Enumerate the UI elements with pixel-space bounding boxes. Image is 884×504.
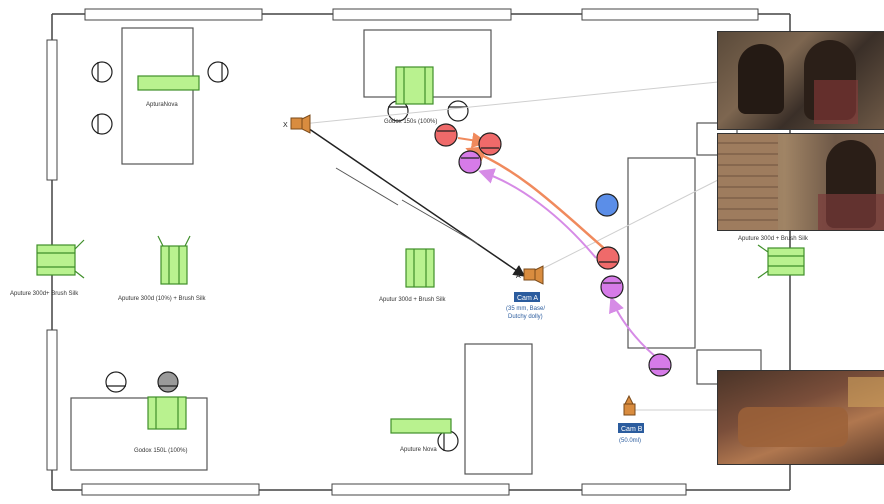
actor-icon [458, 150, 482, 174]
windows [46, 8, 759, 496]
chair-icon [105, 371, 127, 393]
chair-icon [437, 430, 459, 452]
light-icon [147, 396, 187, 430]
chair-icon [207, 61, 229, 83]
label-aputure-left: Aputure 300d+ Brush Silk [10, 291, 79, 297]
chair-icon [91, 113, 113, 135]
light-icon [757, 244, 805, 279]
light-icon [395, 66, 434, 105]
label-aputure-nova-top: ApturaNova [146, 102, 178, 108]
table-bottom-center [464, 343, 533, 475]
furniture [70, 27, 762, 475]
light-icon [36, 239, 85, 279]
chair-icon [447, 100, 469, 122]
actor-icon [596, 246, 620, 270]
cam-b-tag-bg [618, 423, 644, 433]
camera-icon: X [283, 114, 311, 134]
sight-lines [301, 81, 719, 411]
cam-a-detail-2: Dutchy dolly) [508, 314, 543, 320]
chair-icon [91, 61, 113, 83]
label-aputure-nova-bottom: Aputure Nova [400, 447, 437, 453]
light-icon [157, 235, 191, 285]
table-bottom-left [70, 397, 208, 471]
lights [36, 66, 805, 434]
frame-top [717, 31, 884, 130]
actor-icon [434, 123, 458, 147]
label-aputure-mid-left: Aputure 300d (10%) + Brush Silk [118, 296, 207, 302]
label-godox-bottom: Godox 150L (100%) [134, 448, 187, 454]
table-right-long [627, 157, 696, 349]
actors [434, 123, 672, 377]
light-icon [405, 248, 435, 288]
chair-icon [387, 100, 409, 122]
actor-icon [595, 193, 619, 217]
chair-icon [157, 371, 179, 393]
actor-icon [478, 132, 502, 156]
chairs [91, 61, 469, 452]
dolly-track [301, 123, 526, 277]
frame-bottom [717, 370, 884, 465]
frame-middle [717, 133, 884, 231]
camera-icon [623, 394, 636, 416]
cam-a-tag: Cam A [517, 295, 538, 302]
actor-icon [648, 353, 672, 377]
cam-a-detail-1: (35 mm, Base/ [506, 306, 545, 312]
actor-icon [600, 275, 624, 299]
label-aputure-center: Aputur 300d + Brush Silk [379, 297, 447, 303]
table-top-left [121, 27, 194, 165]
light-icon [390, 418, 452, 434]
camera-mark-top: X [283, 122, 288, 129]
camera-mark-a: A [516, 273, 521, 280]
cam-b-tag: Cam B [621, 426, 643, 433]
cam-b-detail: (50.0ml) [619, 438, 641, 444]
cam-a-tag-bg [514, 292, 540, 302]
label-aputure-right: Aputure 300d + Brush Silk [738, 236, 809, 242]
camera-icon: A [516, 265, 544, 285]
label-godox-top: Godox 150s (100%) [384, 119, 437, 125]
light-icon [137, 75, 200, 91]
